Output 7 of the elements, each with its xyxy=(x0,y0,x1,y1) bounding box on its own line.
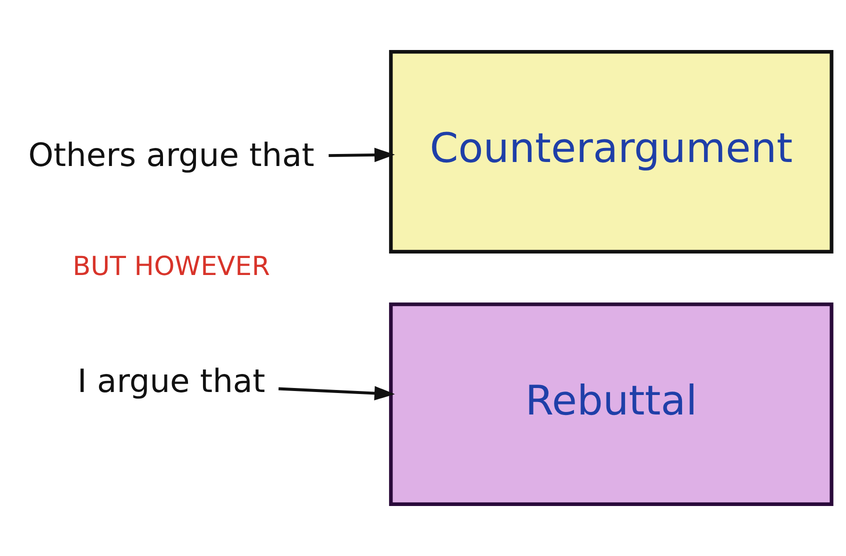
node-box: Rebuttal xyxy=(389,302,834,506)
node-box: Counterargument xyxy=(389,50,834,254)
node-text: Others argue that xyxy=(28,136,314,174)
node-text: I argue that xyxy=(77,362,266,400)
arrow xyxy=(278,386,395,400)
arrow xyxy=(328,148,395,162)
label: BUT HOWEVER xyxy=(72,252,270,282)
